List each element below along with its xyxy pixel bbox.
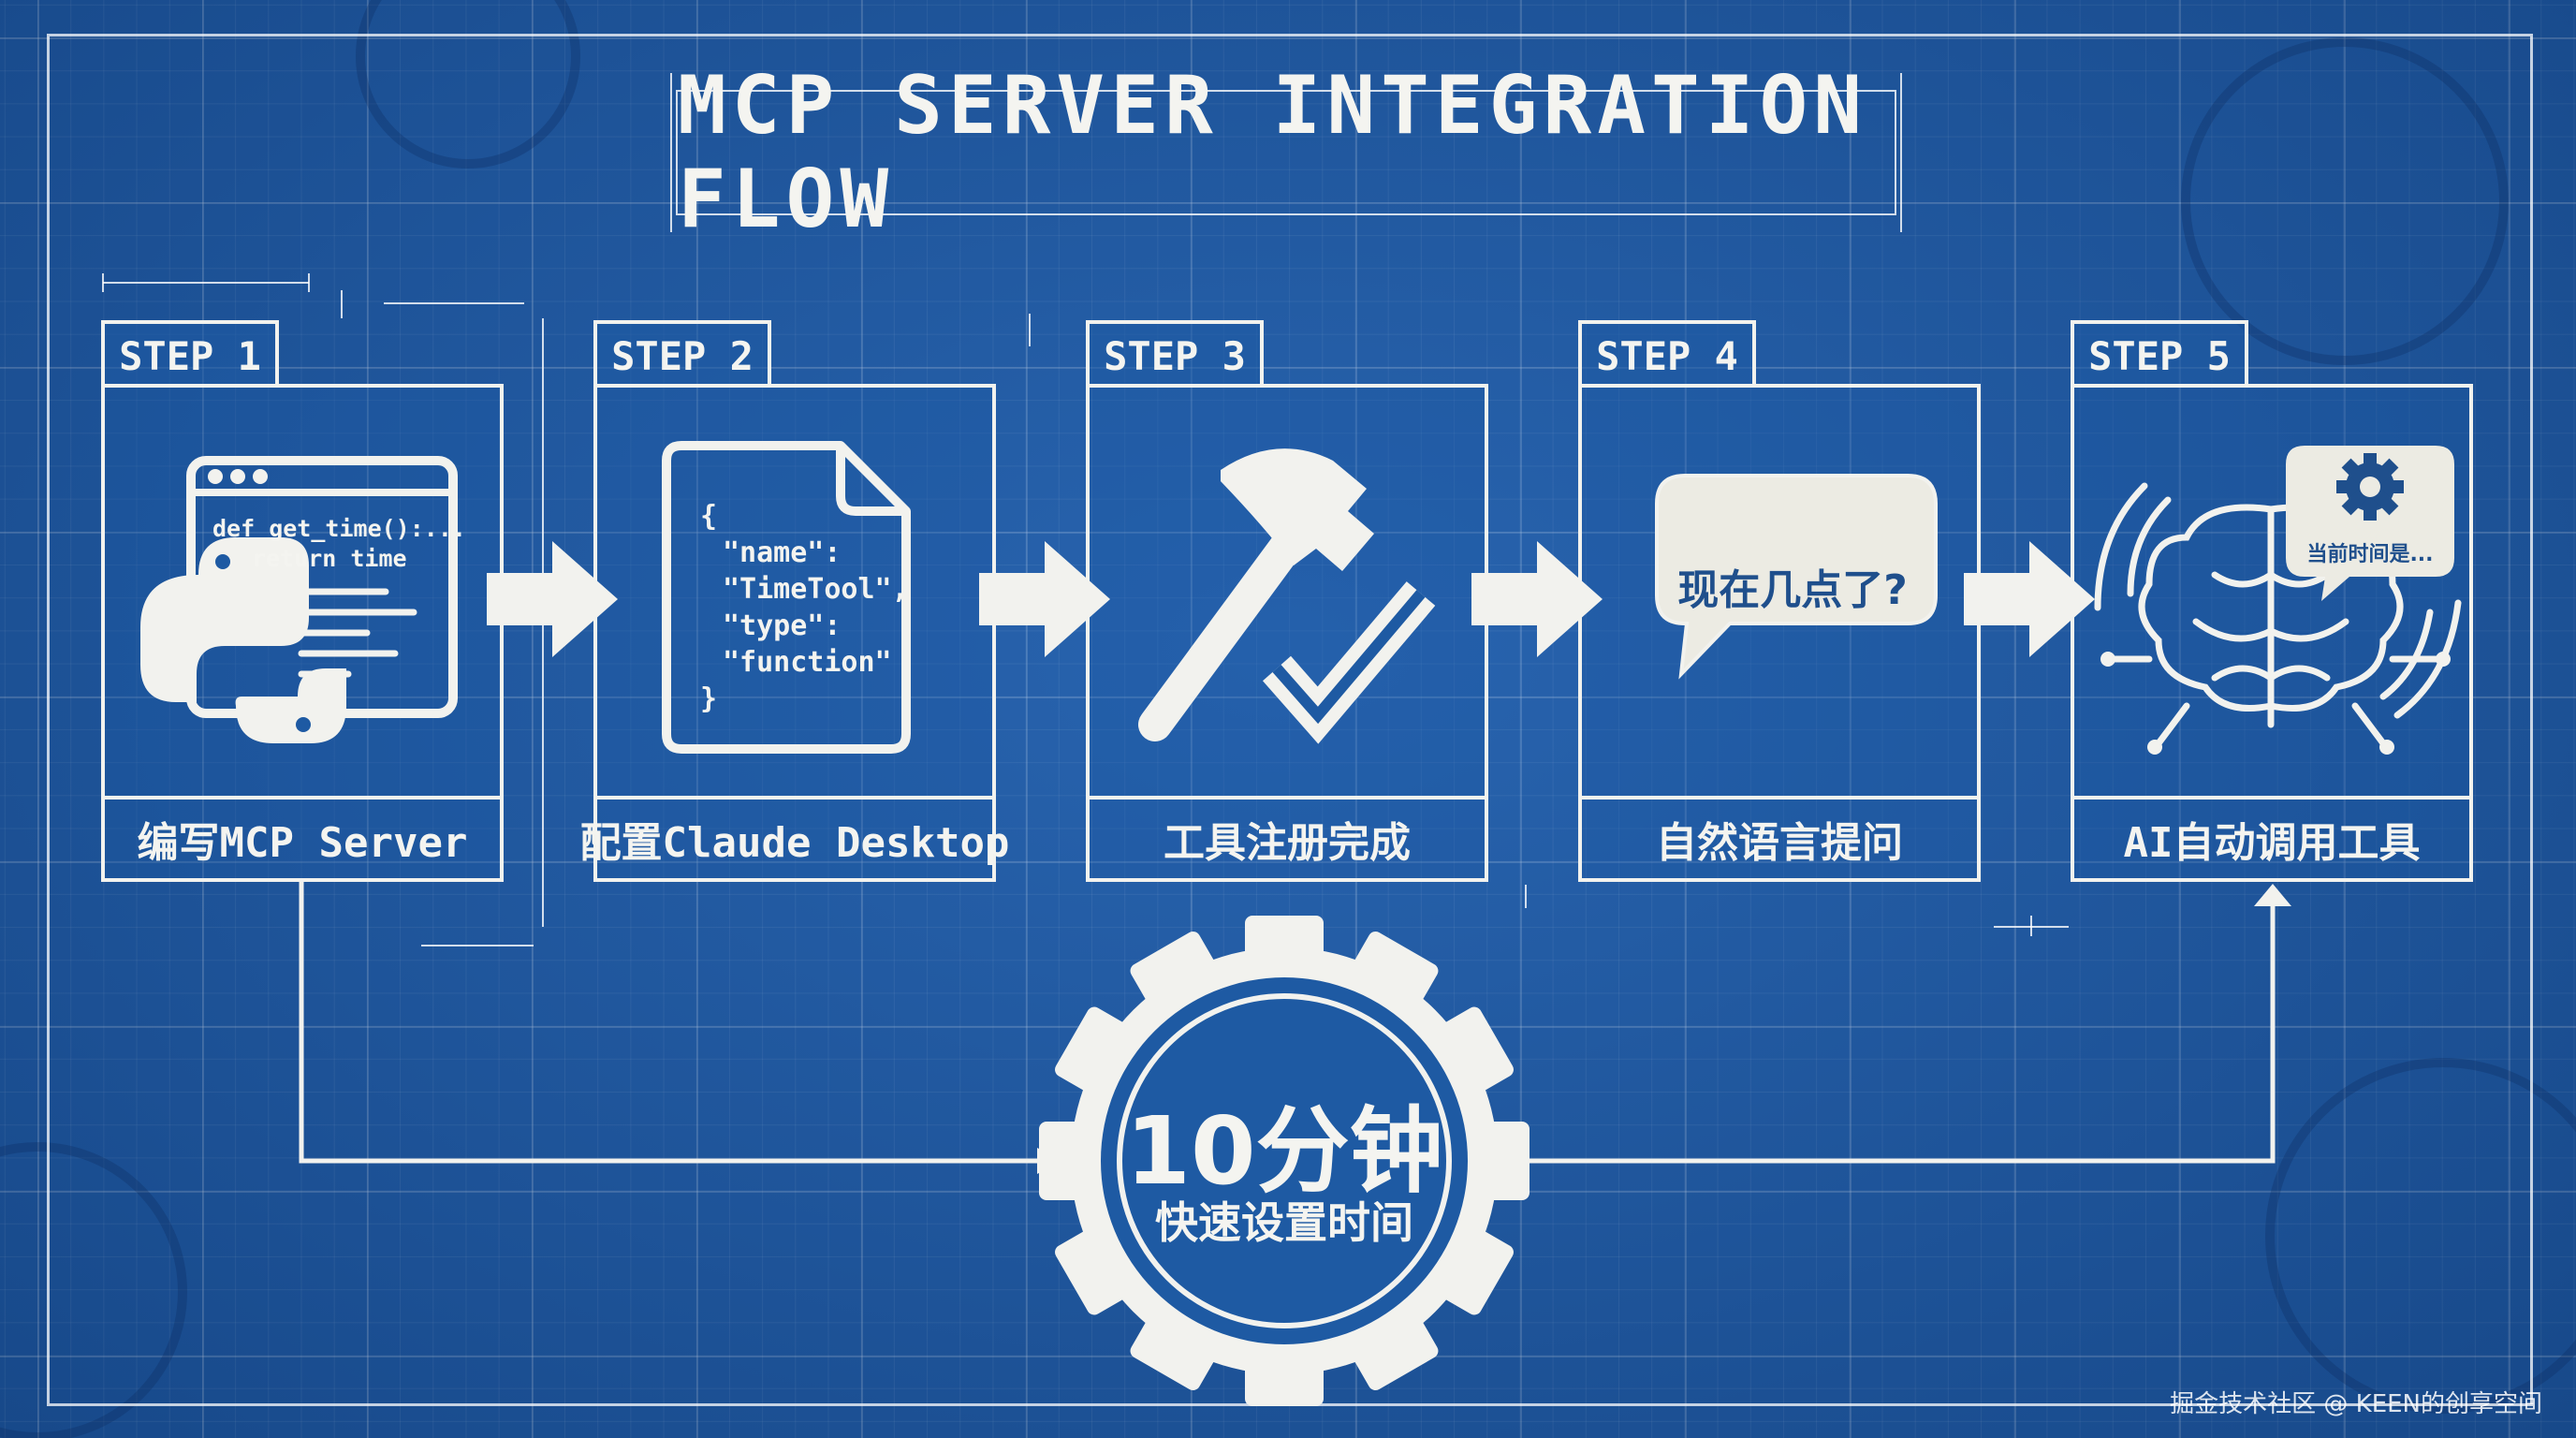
json-line: "name": — [723, 536, 842, 569]
step-label: 编写MCP Server — [105, 796, 500, 878]
step-3: STEP 3 工具注册完成 — [1086, 320, 1488, 882]
step-tab: STEP 3 — [1086, 320, 1264, 388]
step-label: 工具注册完成 — [1090, 796, 1485, 878]
json-line: "function" — [723, 646, 892, 679]
step-tab: STEP 2 — [593, 320, 771, 388]
step-label: 自然语言提问 — [1582, 796, 1977, 878]
json-snippet: { "name": "TimeTool", "type": "function"… — [700, 498, 909, 717]
coffee-stain — [2181, 37, 2509, 365]
gear-subtitle: 快速设置时间 — [1155, 1197, 1413, 1248]
coffee-stain — [356, 0, 580, 169]
page-title: MCP SERVER INTEGRATION FLOW — [678, 59, 1868, 246]
brain-gear-icon — [2094, 446, 2462, 755]
step-card: 工具注册完成 — [1086, 384, 1488, 882]
json-line: "type": — [723, 609, 842, 642]
json-line: { — [700, 500, 718, 533]
loop-line — [1516, 899, 2276, 1164]
answer-text: 当前时间是... — [2306, 543, 2434, 566]
step-4: STEP 4 现在几点了? 自然语言提问 — [1578, 320, 1981, 882]
arrow-right-icon — [1964, 541, 2095, 657]
step-card: 当前时间是... AI自动调用工具 — [2071, 384, 2473, 882]
code-line: def get_time():... — [212, 515, 466, 542]
arrow-up-icon — [2254, 884, 2291, 906]
step-tab: STEP 1 — [101, 320, 279, 388]
step-5: STEP 5 当前时间是... AI自动调用工具 — [2071, 320, 2473, 882]
arrow-right-icon — [979, 541, 1110, 657]
step-1: STEP 1 def get_time():... return time 编写… — [101, 320, 504, 882]
hammer-check-icon — [1138, 448, 1436, 744]
step-card: def get_time():... return time 编写MCP Ser… — [101, 384, 504, 882]
step-card: 现在几点了? 自然语言提问 — [1578, 384, 1981, 882]
question-text: 现在几点了? — [1677, 566, 1908, 614]
json-line: } — [700, 682, 718, 715]
arrow-right-icon — [487, 541, 618, 657]
speech-bubble-icon — [1655, 474, 1938, 680]
config-file-icon — [662, 441, 911, 754]
step-tab: STEP 5 — [2071, 320, 2248, 388]
python-icon — [140, 456, 458, 743]
watermark: 掘金技术社区 @ KEEN的创享空间 — [2170, 1390, 2542, 1418]
step-label: AI自动调用工具 — [2074, 796, 2469, 878]
json-line: "TimeTool", — [723, 573, 909, 606]
step-label: 配置Claude Desktop — [580, 796, 1009, 878]
step-tab: STEP 4 — [1578, 320, 1756, 388]
coffee-stain — [2265, 1058, 2576, 1414]
gear-headline: 10分钟 — [1125, 1096, 1443, 1206]
step-card: { "name": "TimeTool", "type": "function"… — [580, 384, 1009, 882]
loop-line — [299, 882, 1048, 1164]
step-2: STEP 2 { "name": "TimeTool", "type": "fu… — [580, 320, 1009, 882]
code-line: return time — [252, 545, 407, 572]
arrow-right-icon — [1471, 541, 1603, 657]
gear-icon — [1039, 916, 1530, 1406]
title-box: MCP SERVER INTEGRATION FLOW — [670, 59, 1902, 246]
